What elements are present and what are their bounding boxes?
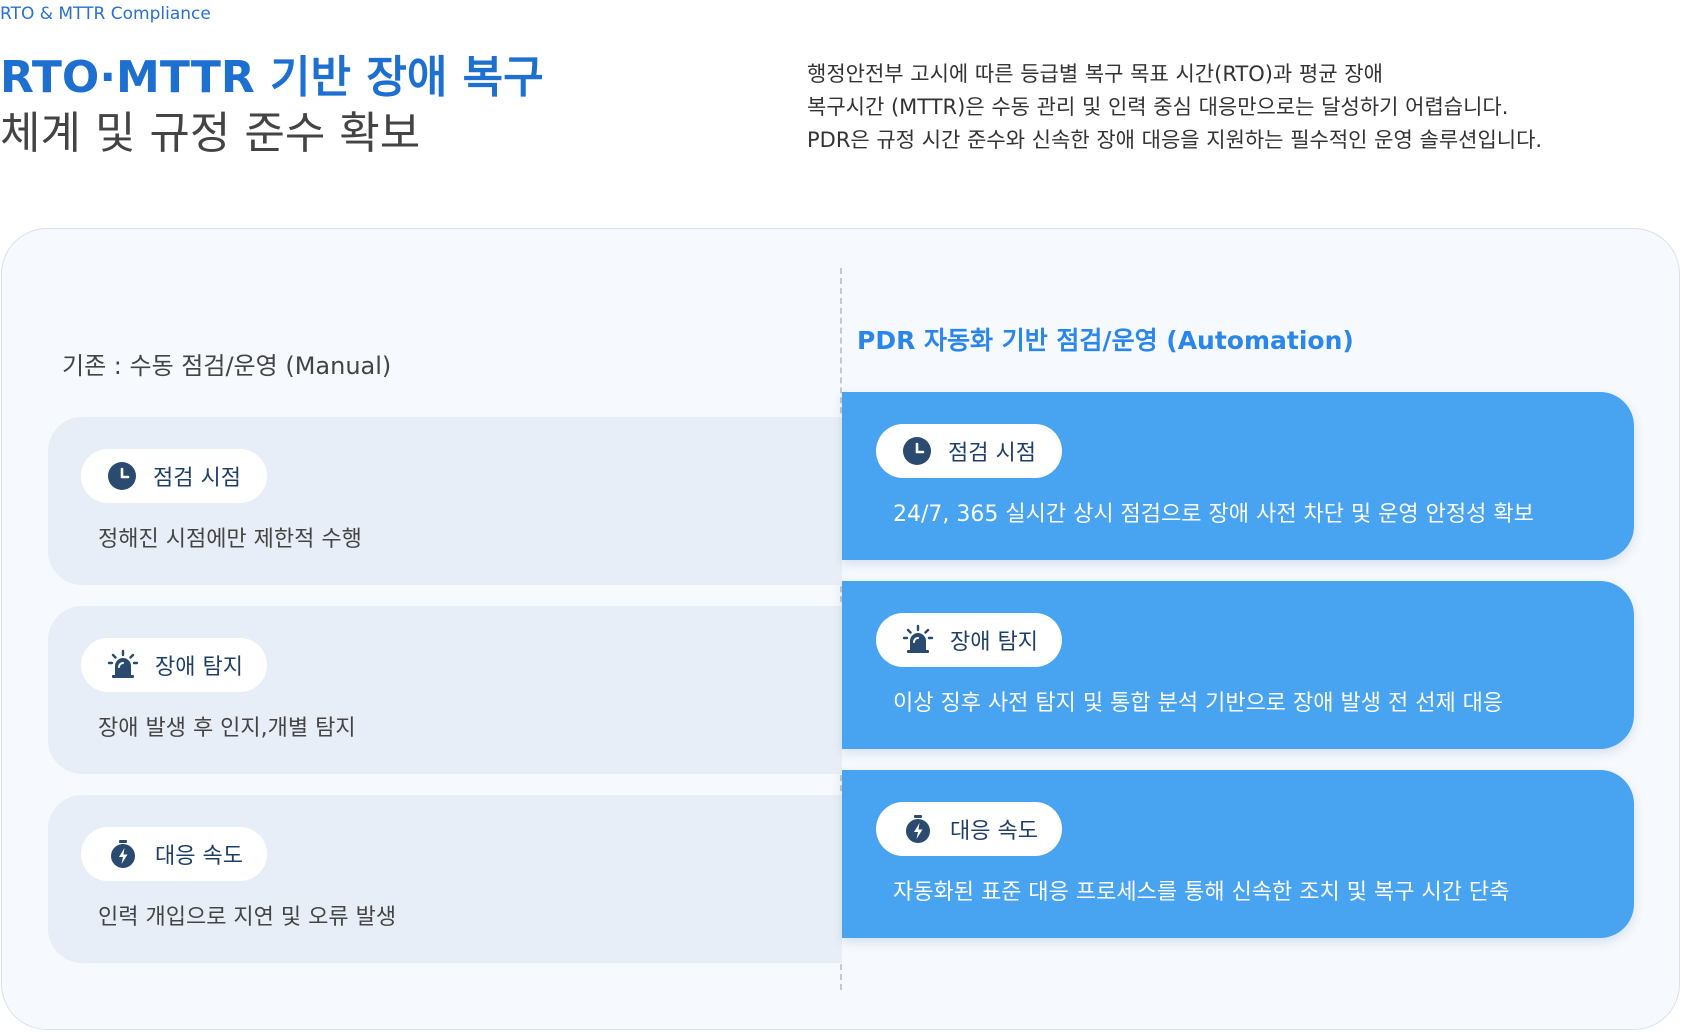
pill-label: 장애 탐지 xyxy=(950,630,1038,655)
card-text: 인력 개입으로 지연 및 오류 발생 xyxy=(98,905,397,930)
pill-label: 점검 시점 xyxy=(948,441,1036,466)
clock-icon xyxy=(902,435,932,467)
detection-pill: 장애 탐지 xyxy=(81,638,267,692)
alarm-siren-icon xyxy=(107,649,139,681)
pill-label: 대응 속도 xyxy=(950,819,1038,844)
eyebrow-label: RTO & MTTR Compliance xyxy=(0,4,211,24)
description-line: 행정안전부 고시에 따른 등급별 복구 목표 시간(RTO)과 평균 장애 xyxy=(807,62,1383,86)
pill-label: 점검 시점 xyxy=(153,466,241,491)
page-description: 행정안전부 고시에 따른 등급별 복구 목표 시간(RTO)과 평균 장애 복구… xyxy=(807,58,1667,157)
card-text: 이상 징후 사전 탐지 및 통합 분석 기반으로 장애 발생 전 선제 대응 xyxy=(893,691,1504,716)
manual-card-detection: 장애 탐지 장애 발생 후 인지,개별 탐지 xyxy=(48,606,842,774)
pill-label: 장애 탐지 xyxy=(155,655,243,680)
card-text: 정해진 시점에만 제한적 수행 xyxy=(98,527,362,552)
clock-icon xyxy=(107,460,137,492)
page-title-line1: RTO·MTTR 기반 장애 복구 xyxy=(0,52,544,103)
page-title-line2: 체계 및 규정 준수 확보 xyxy=(0,108,421,159)
inspection-pill: 점검 시점 xyxy=(81,449,267,503)
card-text: 장애 발생 후 인지,개별 탐지 xyxy=(98,716,356,741)
card-text: 자동화된 표준 대응 프로세스를 통해 신속한 조치 및 복구 시간 단축 xyxy=(893,880,1510,905)
page-title: RTO·MTTR 기반 장애 복구 체계 및 규정 준수 확보 xyxy=(0,50,544,162)
inspection-pill: 점검 시점 xyxy=(876,424,1062,478)
automation-card-inspection: 점검 시점 24/7, 365 실시간 상시 점검으로 장애 사전 차단 및 운… xyxy=(842,392,1634,560)
pill-label: 대응 속도 xyxy=(155,844,243,869)
manual-card-response: 대응 속도 인력 개입으로 지연 및 오류 발생 xyxy=(48,795,842,963)
stopwatch-bolt-icon xyxy=(107,838,139,870)
manual-card-inspection: 점검 시점 정해진 시점에만 제한적 수행 xyxy=(48,417,842,585)
automation-card-response: 대응 속도 자동화된 표준 대응 프로세스를 통해 신속한 조치 및 복구 시간… xyxy=(842,770,1634,938)
card-text: 24/7, 365 실시간 상시 점검으로 장애 사전 차단 및 운영 안정성 … xyxy=(893,502,1534,527)
stopwatch-bolt-icon xyxy=(902,813,934,845)
description-line: PDR은 규정 시간 준수와 신속한 장애 대응을 지원하는 필수적인 운영 솔… xyxy=(807,128,1543,152)
response-pill: 대응 속도 xyxy=(81,827,267,881)
description-line: 복구시간 (MTTR)은 수동 관리 및 인력 중심 대응만으로는 달성하기 어… xyxy=(807,95,1509,119)
detection-pill: 장애 탐지 xyxy=(876,613,1062,667)
automation-heading: PDR 자동화 기반 점검/운영 (Automation) xyxy=(857,326,1354,355)
alarm-siren-icon xyxy=(902,624,934,656)
automation-card-detection: 장애 탐지 이상 징후 사전 탐지 및 통합 분석 기반으로 장애 발생 전 선… xyxy=(842,581,1634,749)
response-pill: 대응 속도 xyxy=(876,802,1062,856)
manual-heading: 기존 : 수동 점검/운영 (Manual) xyxy=(62,352,392,380)
